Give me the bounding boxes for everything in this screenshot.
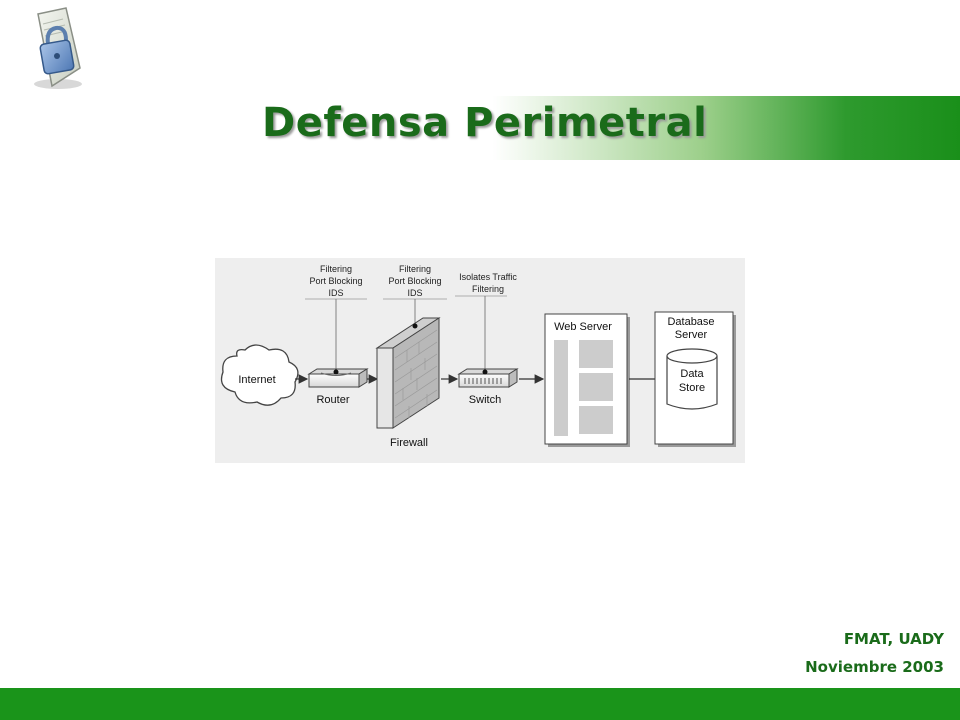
data-store-cylinder: Data Store: [666, 348, 718, 410]
footer-bar: [0, 688, 960, 720]
database-server-label-line-2: Server: [675, 329, 708, 341]
footer-institution: FMAT, UADY: [843, 630, 944, 648]
switch-annotation-line-1: Isolates Traffic: [459, 272, 517, 282]
firewall-annotation-line-1: Filtering: [399, 264, 431, 274]
internet-label: Internet: [238, 374, 275, 386]
web-server-label: Web Server: [554, 321, 612, 333]
data-store-label-line-2: Store: [679, 382, 705, 394]
switch-annotation-line-2: Filtering: [472, 284, 504, 294]
database-server-label-line-1: Database: [667, 316, 714, 328]
firewall-annotation-line-2: Port Blocking: [388, 276, 441, 286]
router-annotation-line-2: Port Blocking: [309, 276, 362, 286]
data-store-label-line-1: Data: [680, 368, 704, 380]
padlock-document-icon: [24, 6, 88, 92]
internet-cloud: Internet: [220, 344, 299, 406]
router-node: Router: [307, 368, 369, 406]
router-annotation-line-3: IDS: [328, 288, 343, 298]
web-server-node: Web Server: [544, 313, 630, 447]
title-band: [390, 96, 960, 160]
switch-label: Switch: [469, 394, 501, 406]
firewall-annotation-line-3: IDS: [407, 288, 422, 298]
network-diagram: Filtering Port Blocking IDS Filtering Po…: [215, 258, 745, 463]
router-annotation-line-1: Filtering: [320, 264, 352, 274]
switch-annotation: Isolates Traffic Filtering: [459, 272, 517, 294]
router-annotation: Filtering Port Blocking IDS: [309, 264, 362, 298]
slide-title: Defensa Perimetral: [262, 100, 708, 146]
footer-date: Noviembre 2003: [805, 658, 944, 676]
switch-node: Switch: [457, 368, 519, 406]
firewall-annotation: Filtering Port Blocking IDS: [388, 264, 441, 298]
router-label: Router: [316, 394, 349, 406]
firewall-label: Firewall: [390, 437, 428, 449]
firewall-wall: Firewall: [375, 317, 441, 449]
